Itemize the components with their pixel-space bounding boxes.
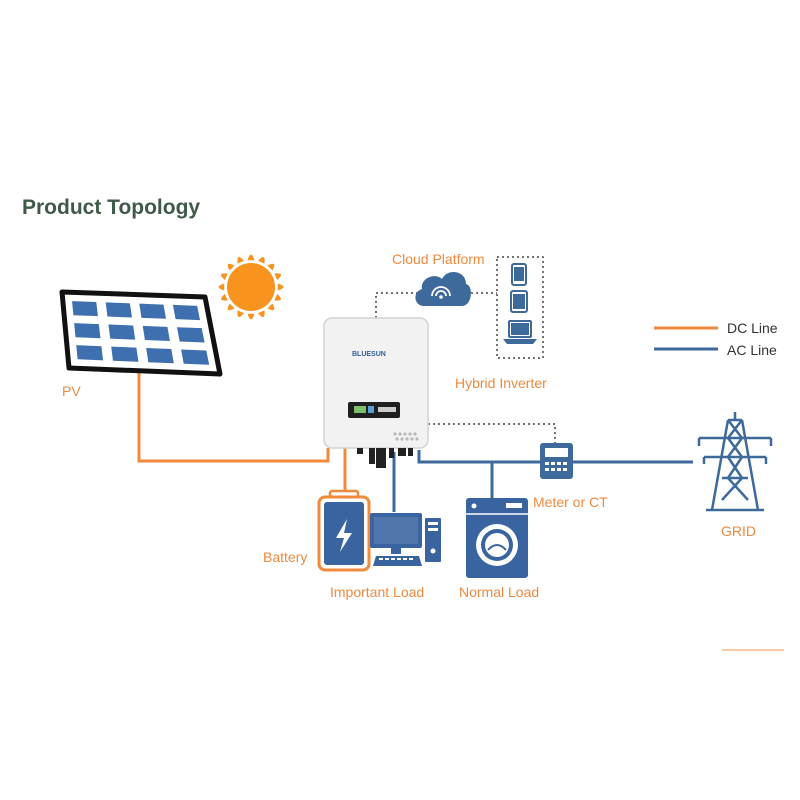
sun-ray — [237, 310, 244, 318]
solar-panel-icon — [59, 289, 223, 377]
sun-ray — [220, 273, 228, 280]
sun-ray — [258, 256, 265, 264]
cloud-icon — [415, 271, 471, 306]
devices-group — [496, 256, 544, 359]
sun-ray — [277, 283, 284, 291]
legend-ac-label: AC Line — [727, 342, 777, 358]
sun-ray — [274, 294, 282, 301]
washing-machine-icon — [466, 498, 528, 578]
comm-line-meter — [428, 423, 556, 444]
sun-ray — [220, 294, 228, 301]
label-hybrid-inverter: Hybrid Inverter — [455, 375, 547, 391]
sun-ray — [247, 254, 255, 261]
sun-ray — [258, 310, 265, 318]
phone-icon — [511, 263, 527, 286]
solar-cell — [181, 349, 210, 365]
dc-line-pv — [137, 368, 330, 463]
legend-dc-label: DC Line — [727, 320, 778, 336]
computer-icon — [370, 513, 441, 566]
sun-ray — [267, 263, 275, 271]
sun-ray — [274, 273, 282, 280]
sun-ray — [218, 283, 225, 291]
inverter-brand: BLUESUN — [352, 351, 386, 358]
battery-icon — [317, 489, 371, 572]
tablet-icon — [510, 290, 528, 313]
ac-line-grid — [417, 450, 693, 464]
label-battery: Battery — [263, 549, 307, 565]
sun-icon — [218, 254, 284, 320]
hybrid-inverter: BLUESUN — [323, 317, 429, 468]
sun-ray — [227, 263, 235, 271]
solar-cell — [111, 346, 139, 362]
sun-ray — [267, 303, 275, 311]
solar-cell — [146, 348, 174, 364]
sun-ray — [237, 256, 244, 264]
label-normal-load: Normal Load — [459, 584, 539, 600]
inverter-connectors — [357, 448, 413, 468]
sun-ray — [247, 313, 255, 320]
grid-tower-icon — [697, 412, 773, 512]
solar-cell — [142, 325, 170, 342]
comm-line-cloud — [375, 292, 420, 318]
solar-cell — [74, 323, 101, 339]
solar-cell — [72, 301, 98, 317]
label-grid: GRID — [721, 523, 756, 539]
solar-cell — [177, 327, 205, 343]
sun-ray — [227, 303, 235, 311]
label-meter: Meter or CT — [533, 494, 608, 510]
solar-cell — [76, 345, 104, 361]
label-cloud-platform: Cloud Platform — [392, 251, 485, 267]
solar-cell — [172, 304, 201, 321]
page-title: Product Topology — [22, 196, 201, 219]
label-pv: PV — [62, 383, 81, 399]
meter-icon — [540, 443, 573, 479]
legend: DC Line AC Line — [654, 320, 778, 358]
label-important-load: Important Load — [330, 584, 424, 600]
solar-cell — [139, 303, 167, 319]
laptop-icon — [503, 320, 537, 344]
solar-cell — [108, 324, 136, 340]
solar-cell — [105, 302, 132, 318]
